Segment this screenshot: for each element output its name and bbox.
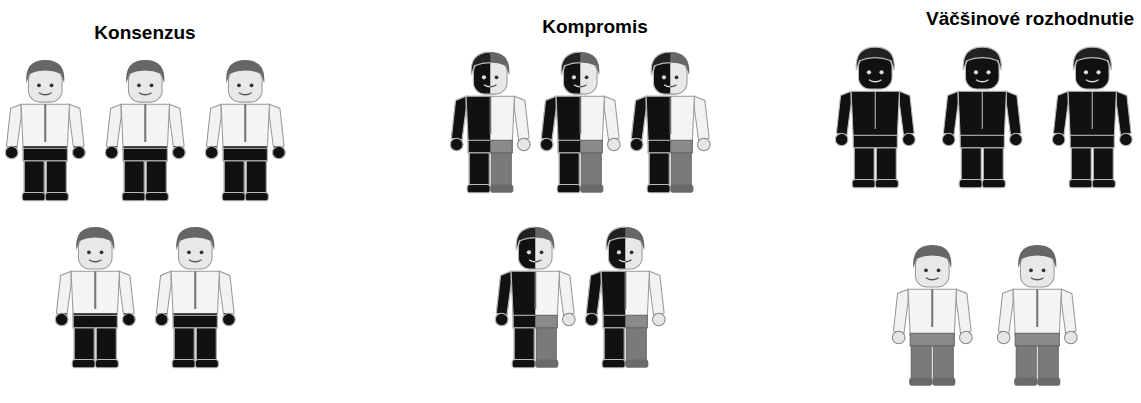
consensus-figure: [5, 60, 85, 201]
group-heading: Konsenzus: [94, 22, 195, 44]
group-heading: Väčšinové rozhodnutie: [926, 8, 1134, 30]
minority-figure: [892, 245, 972, 386]
consensus-figure: [105, 60, 185, 201]
compromise-figure: [585, 227, 665, 368]
compromise-figure: [495, 227, 575, 368]
majority-figure: [942, 47, 1022, 188]
compromise-figure: [540, 52, 620, 193]
consensus-figure: [55, 227, 135, 368]
group-heading: Kompromis: [542, 16, 648, 38]
compromise-figure: [630, 52, 710, 193]
consensus-figure: [155, 227, 235, 368]
majority-figure: [835, 47, 915, 188]
majority-figure: [1052, 47, 1132, 188]
minority-figure: [997, 245, 1077, 386]
compromise-figure: [450, 52, 530, 193]
consensus-figure: [205, 60, 285, 201]
